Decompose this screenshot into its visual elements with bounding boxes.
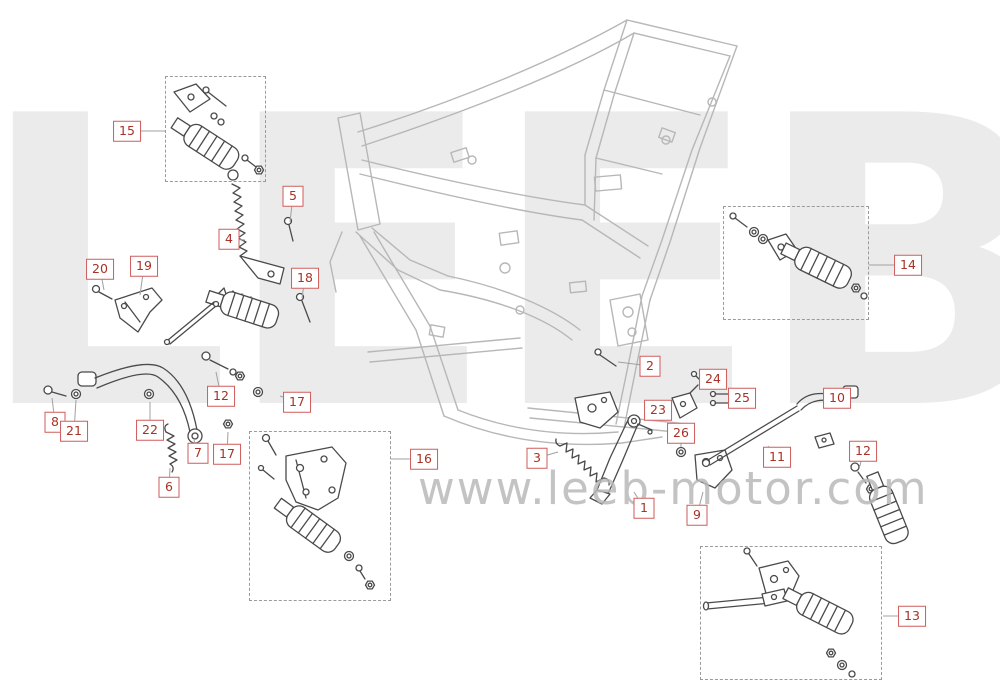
part-label-22: 22 <box>136 419 164 441</box>
part-label-10: 10 <box>823 387 851 409</box>
part-group-box-14 <box>723 206 869 320</box>
part-label-21: 21 <box>60 420 88 442</box>
part-label-12: 12 <box>849 440 877 462</box>
part-label-23: 23 <box>644 399 672 421</box>
part-label-14: 14 <box>894 254 922 276</box>
part-label-5: 5 <box>282 185 304 207</box>
part-label-11: 11 <box>763 446 791 468</box>
part-group-brake-pedal <box>43 363 234 473</box>
part-label-7: 7 <box>187 442 209 464</box>
leader-lines <box>51 130 912 617</box>
part-label-4: 4 <box>218 228 240 250</box>
part-group-4-5 <box>227 169 294 285</box>
part-label-2: 2 <box>639 355 661 377</box>
part-label-25: 25 <box>728 387 756 409</box>
part-group-box-13 <box>700 546 882 680</box>
watermark-url: www.leeb-motor.com <box>418 462 929 515</box>
part-group-13 <box>702 547 857 678</box>
part-label-1: 1 <box>633 497 655 519</box>
part-group-19-20 <box>91 284 163 333</box>
part-label-12: 12 <box>207 385 235 407</box>
part-group-box-16 <box>249 431 391 601</box>
part-group-14 <box>729 212 868 300</box>
part-label-9: 9 <box>686 504 708 526</box>
exploded-parts <box>43 83 912 678</box>
part-label-24: 24 <box>699 368 727 390</box>
part-label-17: 17 <box>283 391 311 413</box>
part-label-17: 17 <box>213 443 241 465</box>
part-group-left-peg <box>163 284 311 398</box>
part-label-3: 3 <box>526 447 548 469</box>
part-label-6: 6 <box>158 476 180 498</box>
part-label-20: 20 <box>86 258 114 280</box>
part-group-15 <box>167 83 265 175</box>
part-group-box-15 <box>165 76 266 182</box>
part-label-15: 15 <box>113 120 141 142</box>
part-label-18: 18 <box>291 267 319 289</box>
part-label-26: 26 <box>667 422 695 444</box>
part-group-16 <box>257 433 376 590</box>
motorcycle-frame-outline <box>329 19 738 446</box>
part-label-16: 16 <box>410 448 438 470</box>
part-label-19: 19 <box>130 255 158 277</box>
part-label-13: 13 <box>898 605 926 627</box>
